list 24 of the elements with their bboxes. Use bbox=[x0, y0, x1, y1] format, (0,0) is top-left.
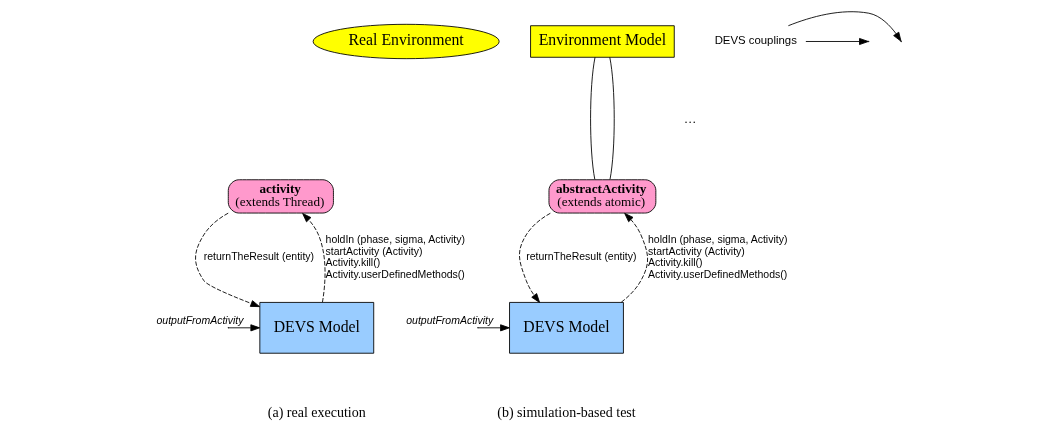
node-text: DEVS couplings bbox=[714, 34, 797, 47]
edge-label: outputFromActivity bbox=[405, 313, 493, 326]
edge-label: outputFromActivity bbox=[156, 313, 243, 326]
arrow bbox=[227, 324, 260, 332]
node-box: Environment Model bbox=[529, 25, 675, 58]
edge-label: holdIn (phase, sigma, Activity) startActivity (Activity) Activity.kill() Activity.userDefinedMethods() bbox=[647, 233, 787, 280]
arrow bbox=[301, 213, 325, 303]
node-box: abstractActivity (extends atomic) bbox=[548, 179, 656, 214]
connector bbox=[608, 56, 615, 181]
node-ellipse: Real Environment bbox=[312, 23, 500, 60]
node-box: activity (extends Thread) bbox=[227, 179, 334, 214]
node-box: DEVS Model bbox=[258, 302, 374, 354]
connector bbox=[589, 56, 595, 181]
label: (b) simulation-based test bbox=[496, 405, 636, 421]
arrow bbox=[194, 212, 260, 308]
arrow bbox=[477, 324, 510, 332]
label: … bbox=[683, 111, 696, 126]
edge-label: returnTheResult (entity) bbox=[203, 250, 314, 263]
arrow bbox=[620, 212, 648, 303]
edge-label: holdIn (phase, sigma, Activity) startActivity (Activity) Activity.kill() Activity.userDefinedMethods() bbox=[325, 233, 465, 280]
node-box: DEVS Model bbox=[508, 302, 624, 354]
arrow bbox=[518, 212, 551, 303]
label: (a) real execution bbox=[267, 405, 366, 421]
edge-label: returnTheResult (entity) bbox=[525, 250, 636, 263]
